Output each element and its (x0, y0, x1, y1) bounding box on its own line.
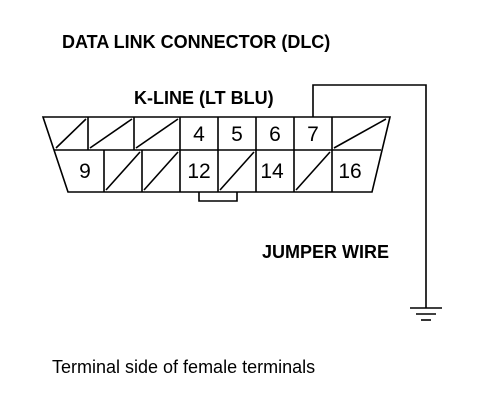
pin-label-16: 16 (338, 160, 361, 183)
k-line-label: K-LINE (LT BLU) (134, 88, 274, 108)
pin-cell-14: 14 (260, 150, 295, 192)
pin-cell-5: 5 (231, 117, 257, 150)
connector-lock-tab (198, 192, 238, 202)
diagram-title: DATA LINK CONNECTOR (DLC) (62, 32, 330, 52)
caption: Terminal side of female terminals (52, 357, 315, 377)
pin-label-12: 12 (187, 160, 210, 183)
pin-cell-1 (55, 117, 89, 150)
pin-cell-15 (295, 150, 333, 192)
pin-cell-11 (143, 150, 181, 192)
pin-cell-6: 6 (269, 117, 295, 150)
pin-cell-12: 12 (187, 150, 219, 192)
connector-bottom-row: 9 12 14 (79, 150, 362, 192)
connector-outline (41, 116, 392, 193)
pin-label-9: 9 (79, 160, 91, 183)
pin-cell-10 (105, 150, 143, 192)
pin-cell-13 (219, 150, 257, 192)
ground-symbol-icon (410, 307, 442, 321)
pin-cell-3 (135, 117, 181, 150)
pin-cell-9: 9 (79, 150, 105, 192)
pin-cell-16: 16 (338, 160, 361, 183)
pin-label-7: 7 (307, 123, 319, 146)
pin-cell-2 (89, 117, 135, 150)
pin-label-6: 6 (269, 123, 281, 146)
pin-label-4: 4 (193, 123, 205, 146)
pin-label-5: 5 (231, 123, 243, 146)
jumper-wire (312, 84, 427, 308)
pin-cell-7: 7 (307, 117, 333, 150)
jumper-wire-label: JUMPER WIRE (262, 242, 389, 262)
pin-cell-4: 4 (193, 117, 219, 150)
connector-top-row: 4 5 6 7 (55, 117, 387, 150)
pin-cell-8 (333, 118, 387, 149)
pin-label-14: 14 (260, 160, 284, 183)
